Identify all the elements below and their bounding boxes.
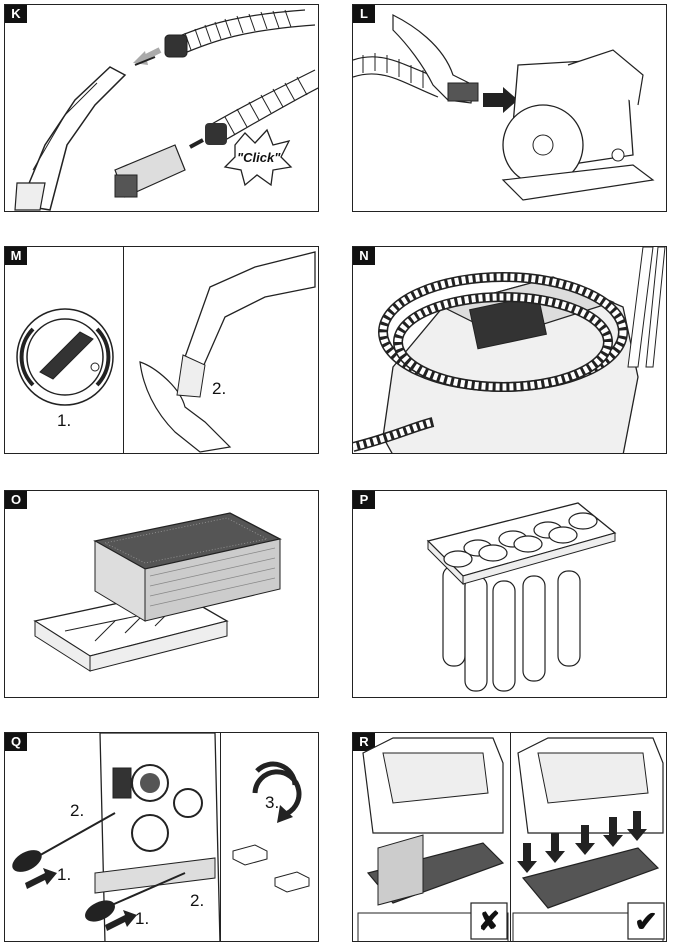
panel-k-illustration <box>14 9 318 211</box>
step-1-label: 1. <box>57 411 72 430</box>
q-step-3: 3. <box>265 793 280 812</box>
panel-m-letter: M <box>5 247 27 265</box>
panel-q-letter: Q <box>5 733 27 751</box>
panel-k-letter: K <box>5 5 27 23</box>
q-step-2b: 2. <box>190 891 205 910</box>
panel-r: R ✘ ✔ <box>352 732 667 942</box>
panel-p-illustration <box>426 502 617 692</box>
panel-o: O <box>4 490 319 698</box>
panel-r-illustration <box>357 737 665 941</box>
q-step-1a: 1. <box>57 865 72 884</box>
panel-k: K <box>4 4 319 212</box>
panel-l: L <box>352 4 667 212</box>
panel-m-divider <box>123 247 124 453</box>
panel-p: P <box>352 490 667 698</box>
panel-m-illustration <box>16 251 316 453</box>
check-icon: ✔ <box>634 905 658 937</box>
panel-r-letter: R <box>353 733 375 751</box>
panel-p-letter: P <box>353 491 375 509</box>
panel-n: N <box>352 246 667 454</box>
panel-m: M 1. 2. <box>4 246 319 454</box>
panel-l-illustration <box>353 14 655 201</box>
panel-o-letter: O <box>5 491 27 509</box>
click-label: "Click" <box>237 150 281 165</box>
panel-q-divider <box>220 733 221 941</box>
q-step-2a: 2. <box>70 801 85 820</box>
panel-l-letter: L <box>353 5 375 23</box>
panel-n-letter: N <box>353 247 375 265</box>
panel-q-illustration <box>12 733 310 941</box>
step-2-label: 2. <box>212 379 227 398</box>
panel-o-illustration <box>33 512 282 672</box>
q-step-1b: 1. <box>135 909 150 928</box>
panel-q: Q 2. 1. 1. 2. 3. <box>4 732 319 942</box>
panel-r-divider <box>510 733 511 941</box>
panel-n-illustration <box>353 247 666 453</box>
cross-icon: ✘ <box>478 905 500 936</box>
